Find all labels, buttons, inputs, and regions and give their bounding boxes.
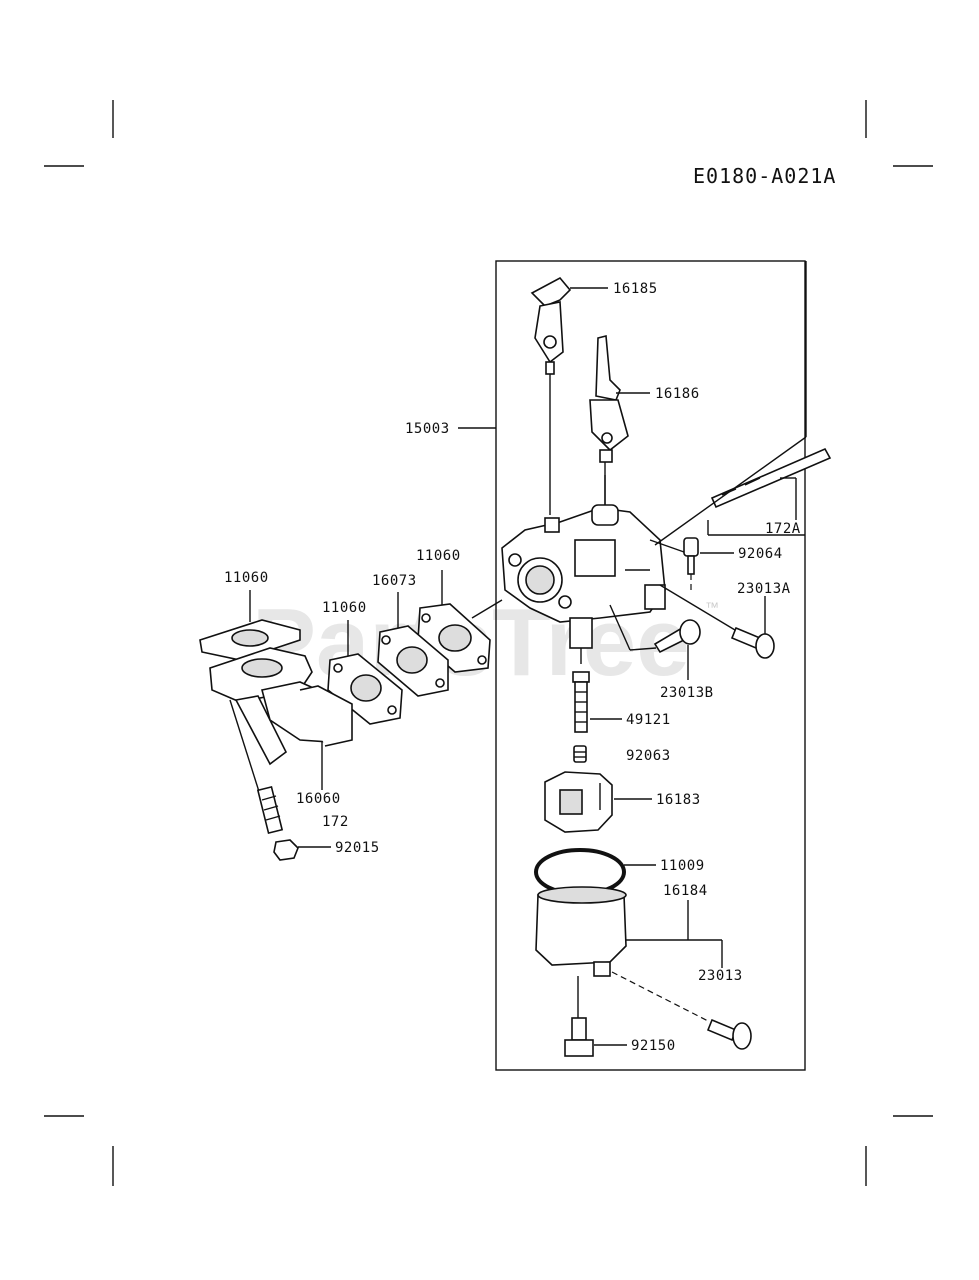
part-label-11060-middle: 11060 (322, 600, 367, 616)
float-16183-part (544, 771, 613, 833)
drain-bolt-92150-part (564, 976, 594, 1057)
part-label-11009: 11009 (660, 858, 705, 874)
part-label-92064: 92064 (738, 546, 783, 562)
part-label-11060-left: 11060 (224, 570, 269, 586)
assembly-frame (495, 260, 806, 1071)
gasket-11060-left-part (199, 619, 301, 661)
part-label-172: 172 (322, 814, 349, 830)
part-label-16184: 16184 (663, 883, 708, 899)
float-bowl-16184-part (535, 886, 627, 977)
screw-23013-part (611, 971, 752, 1050)
screw-92064-part (649, 537, 699, 590)
nut-92015-part (273, 839, 299, 861)
part-label-172a: 172A (765, 521, 801, 537)
part-label-23013: 23013 (698, 968, 743, 984)
part-label-16183: 16183 (656, 792, 701, 808)
intake-manifold-16060-part (209, 647, 353, 821)
carburetor-body-part (501, 475, 666, 664)
insulator-16073-part (377, 625, 449, 697)
choke-lever-part (530, 276, 572, 515)
part-label-49121: 49121 (626, 712, 671, 728)
crop-marks (44, 100, 933, 1186)
part-label-92015: 92015 (335, 840, 380, 856)
part-label-16060: 16060 (296, 791, 341, 807)
throttle-lever-part (589, 334, 629, 505)
screw-23013b-part (609, 604, 701, 654)
part-label-92150: 92150 (631, 1038, 676, 1054)
part-label-92063: 92063 (626, 748, 671, 764)
diagram-code: E0180-A021A (693, 164, 836, 188)
part-label-15003: 15003 (405, 421, 450, 437)
part-label-23013a: 23013A (737, 581, 791, 597)
nozzle-49121-part (572, 671, 590, 733)
stud-172a-part (654, 261, 832, 546)
part-label-16185: 16185 (613, 281, 658, 297)
part-label-23013b: 23013B (660, 685, 714, 701)
watermark-trademark: ™ (705, 599, 719, 615)
jet-92063-part (573, 745, 587, 763)
gasket-11060-middle-part (327, 653, 403, 725)
part-label-16186: 16186 (655, 386, 700, 402)
screw-23013a-part (659, 584, 775, 659)
part-label-11060-right: 11060 (416, 548, 461, 564)
part-label-16073: 16073 (372, 573, 417, 589)
stud-172-part (256, 785, 284, 835)
